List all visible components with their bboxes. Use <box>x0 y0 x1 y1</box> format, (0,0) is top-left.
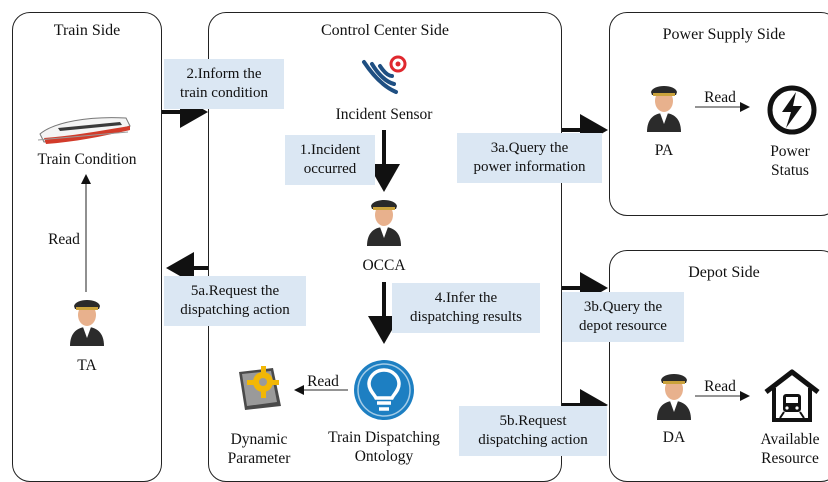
sensor-icon <box>362 55 407 94</box>
lightning-icon <box>767 85 817 135</box>
incident-sensor-label: Incident Sensor <box>335 106 433 123</box>
read-train-label: Read <box>48 231 80 248</box>
depot-side-panel <box>609 250 828 482</box>
read-dynamic-label: Read <box>307 373 339 390</box>
power-supply-title: Power Supply Side <box>662 26 786 43</box>
person-icon <box>367 200 401 246</box>
train-icon <box>37 117 131 144</box>
pa-label: PA <box>654 142 674 159</box>
da-label: DA <box>662 429 686 446</box>
depot-side-title: Depot Side <box>688 264 760 281</box>
gear-icon <box>239 366 281 410</box>
control-center-title: Control Center Side <box>321 22 449 39</box>
read-power-label: Read <box>704 89 736 106</box>
read-depot-label: Read <box>704 378 736 395</box>
connector-layer <box>81 96 750 421</box>
depot-icon <box>764 369 820 422</box>
train-side-title: Train Side <box>53 22 121 39</box>
ta-label: TA <box>77 357 97 374</box>
lightbulb-icon <box>354 360 414 420</box>
person-icon <box>647 86 681 132</box>
occa-label: OCCA <box>362 257 406 274</box>
person-icon <box>657 374 691 420</box>
train-condition-label: Train Condition <box>37 151 137 168</box>
person-icon <box>70 300 104 346</box>
train-side-panel <box>12 12 162 482</box>
